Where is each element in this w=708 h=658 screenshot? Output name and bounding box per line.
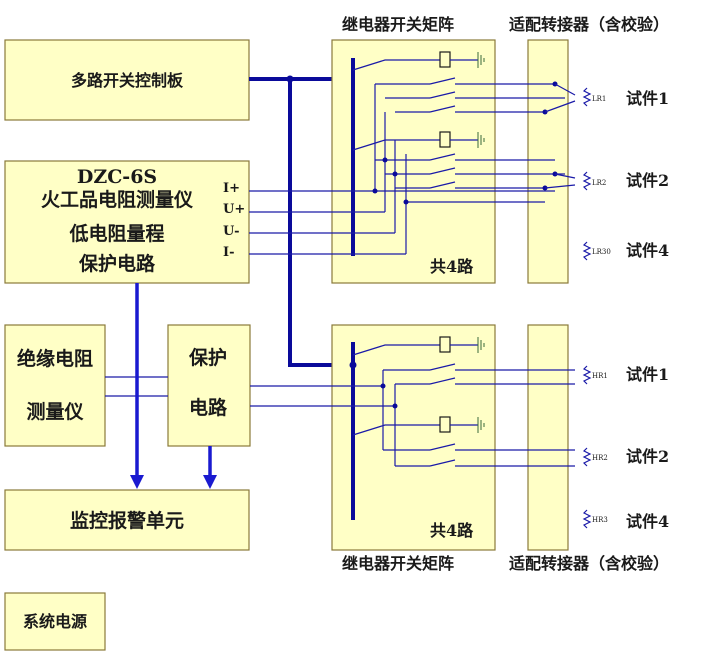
resistor-label: LR30 <box>592 248 611 256</box>
protect-line1: 保护 <box>188 346 227 369</box>
protect-circuit-block: 保护 电路 <box>167 324 251 447</box>
adapter-title-top: 适配转接器（含校验） <box>509 15 669 34</box>
protect-line2: 电路 <box>189 396 228 419</box>
matrix-channel-count-upper: 共4路 <box>430 257 474 276</box>
specimen-label: 试件1 <box>626 89 669 108</box>
upper-load-2: LR2 试件2 <box>582 171 669 191</box>
specimen-label: 试件4 <box>626 512 669 531</box>
lower-load-1: HR1 试件1 <box>582 365 669 385</box>
specimen-label: 试件2 <box>626 171 669 190</box>
adapter-upper <box>527 39 569 284</box>
lower-matrix-wiring <box>250 336 575 520</box>
multi-switch-control-board: 多路开关控制板 <box>4 39 250 121</box>
resistor-label: LR1 <box>592 95 606 103</box>
insulation-meter-block: 绝缘电阻 测量仪 <box>4 324 106 447</box>
dzc-line3: 保护电路 <box>78 252 156 275</box>
bus-junction <box>286 75 294 83</box>
matrix-channel-count-lower: 共4路 <box>430 521 474 540</box>
dzc-line2: 低电阻量程 <box>68 222 164 245</box>
arrow-dzc-to-monitor <box>130 283 144 489</box>
terminal-u-minus: U- <box>223 224 240 239</box>
matrix-title-bottom: 继电器开关矩阵 <box>342 554 454 573</box>
terminal-u-plus: U+ <box>223 202 245 217</box>
lower-load-2: HR2 试件2 <box>582 447 669 467</box>
upper-load-1: LR1 试件1 <box>582 87 669 108</box>
terminal-i-minus: I- <box>223 245 234 260</box>
relay-matrix-lower <box>331 324 496 551</box>
system-power-block: 系统电源 <box>4 592 106 651</box>
multi-switch-label: 多路开关控制板 <box>71 71 184 90</box>
specimen-label: 试件1 <box>626 365 669 384</box>
lower-load-4: HR3 试件4 <box>582 509 669 531</box>
adapter-title-bottom: 适配转接器（含校验） <box>509 554 669 573</box>
insulation-line1: 绝缘电阻 <box>17 347 93 370</box>
dzc-meter-block: DZC-6S 火工品电阻测量仪 低电阻量程 保护电路 I+ U+ U- I- <box>4 160 250 284</box>
specimen-label: 试件2 <box>626 447 669 466</box>
resistor-label: HR1 <box>592 372 608 380</box>
resistor-label: LR2 <box>592 179 606 187</box>
terminal-i-plus: I+ <box>223 181 240 196</box>
matrix-title-top: 继电器开关矩阵 <box>342 15 454 34</box>
relay-matrix-upper <box>331 39 496 284</box>
dzc-line1: 火工品电阻测量仪 <box>41 188 194 211</box>
monitor-alarm-block: 监控报警单元 <box>4 489 250 551</box>
power-label: 系统电源 <box>23 612 87 631</box>
monitor-label: 监控报警单元 <box>70 509 184 532</box>
arrow-protect-to-monitor <box>203 446 217 489</box>
dzc-model: DZC-6S <box>77 166 157 188</box>
resistor-label: HR3 <box>592 516 608 524</box>
insulation-line2: 测量仪 <box>26 401 84 423</box>
resistor-label: HR2 <box>592 454 608 462</box>
specimen-label: 试件4 <box>626 241 669 260</box>
upper-load-4: LR30 试件4 <box>582 241 669 261</box>
adapter-lower <box>527 324 569 551</box>
upper-matrix-wiring <box>249 51 576 256</box>
